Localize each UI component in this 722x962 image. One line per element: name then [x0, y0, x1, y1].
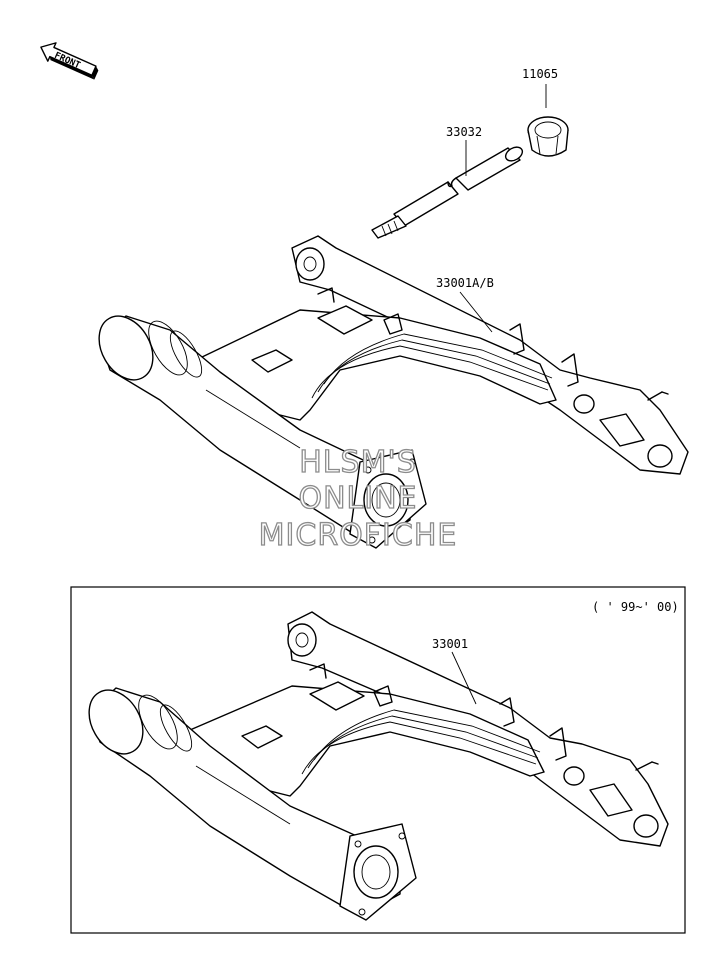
- leader-33001ab: [459, 291, 493, 333]
- part-label-11065: 11065: [522, 67, 558, 81]
- pivot-shaft-33032-drawing: [371, 146, 524, 239]
- part-label-33032: 33032: [446, 125, 482, 139]
- watermark-line-1: HLSM'S: [299, 445, 417, 480]
- cap-11065-drawing: [527, 116, 569, 157]
- watermark: HLSM'S ONLINE MICROFICHE: [258, 444, 458, 553]
- part-label-33001: 33001: [432, 637, 468, 651]
- swingarm-33001-drawing: [88, 611, 669, 921]
- watermark-line-3: MICROFICHE: [259, 518, 458, 553]
- watermark-line-2: ONLINE: [298, 481, 417, 516]
- inset-box: [70, 586, 686, 934]
- inset-years-label: ( ' 99~' 00): [592, 600, 679, 614]
- front-direction-arrow-icon: FRONT: [40, 42, 99, 80]
- leader-33001: [451, 651, 477, 705]
- swingarm-33001ab-drawing: [98, 235, 689, 549]
- part-label-33001ab: 33001A/B: [436, 276, 494, 290]
